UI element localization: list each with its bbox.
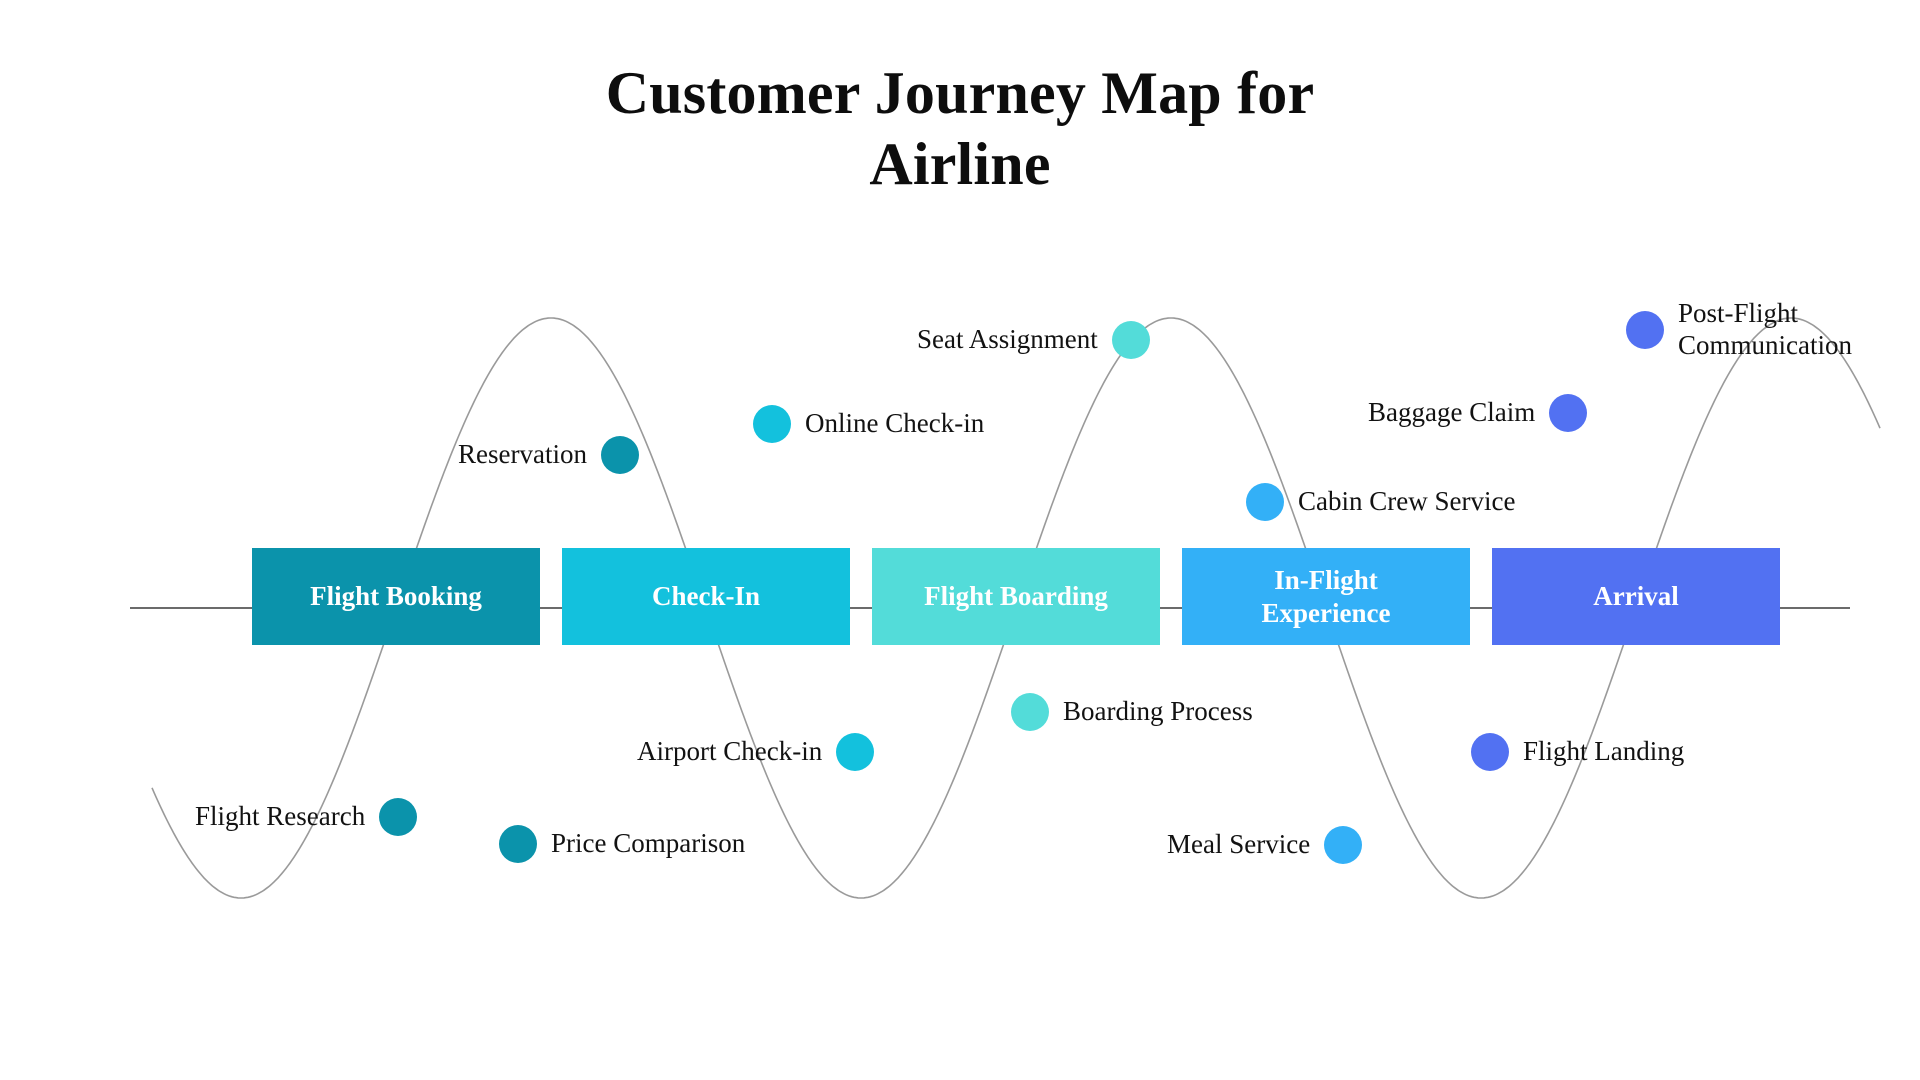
touchpoint-label-8: Meal Service: [1167, 829, 1311, 859]
stage-box-1[interactable]: Check-In: [562, 548, 850, 645]
touchpoint-dot-2[interactable]: [601, 436, 639, 474]
touchpoint-dot-5[interactable]: [1112, 321, 1150, 359]
touchpoint-label-9: Baggage Claim: [1368, 397, 1536, 427]
touchpoint-dot-7[interactable]: [1246, 483, 1284, 521]
touchpoint-dot-4[interactable]: [836, 733, 874, 771]
touchpoint-dot-1[interactable]: [499, 825, 537, 863]
stage-box-label: Flight Boarding: [924, 581, 1108, 612]
touchpoint-dot-6[interactable]: [1011, 693, 1049, 731]
touchpoint-dot-10[interactable]: [1471, 733, 1509, 771]
stage-box-label: Check-In: [651, 581, 760, 612]
touchpoint-dot-3[interactable]: [753, 405, 791, 443]
touchpoint-label-2: Reservation: [458, 439, 587, 469]
touchpoint-label-4: Airport Check-in: [637, 736, 823, 766]
touchpoint-label-10: Flight Landing: [1523, 736, 1685, 766]
stage-box-4[interactable]: Arrival: [1492, 548, 1780, 645]
touchpoint-label-6: Boarding Process: [1063, 696, 1253, 726]
touchpoint-label-7: Cabin Crew Service: [1298, 486, 1516, 516]
touchpoint-label-1: Price Comparison: [551, 828, 746, 858]
page-title: Customer Journey Map for Airline: [605, 60, 1315, 197]
touchpoint-dot-8[interactable]: [1324, 826, 1362, 864]
stage-box-label: In-Flight Experience: [1261, 564, 1391, 628]
touchpoint-dot-0[interactable]: [379, 798, 417, 836]
stage-box-3[interactable]: In-Flight Experience: [1182, 548, 1470, 645]
touchpoint-dot-11[interactable]: [1626, 311, 1664, 349]
touchpoint-label-3: Online Check-in: [805, 408, 985, 438]
stage-box-label: Arrival: [1593, 581, 1679, 612]
touchpoint-label-5: Seat Assignment: [917, 324, 1098, 354]
touchpoint-label-11: Post-Flight Communication: [1678, 298, 1852, 360]
stage-box-0[interactable]: Flight Booking: [252, 548, 540, 645]
stage-box-2[interactable]: Flight Boarding: [872, 548, 1160, 645]
touchpoint-label-0: Flight Research: [195, 801, 366, 831]
touchpoint-dot-9[interactable]: [1549, 394, 1587, 432]
stage-box-label: Flight Booking: [310, 581, 482, 612]
